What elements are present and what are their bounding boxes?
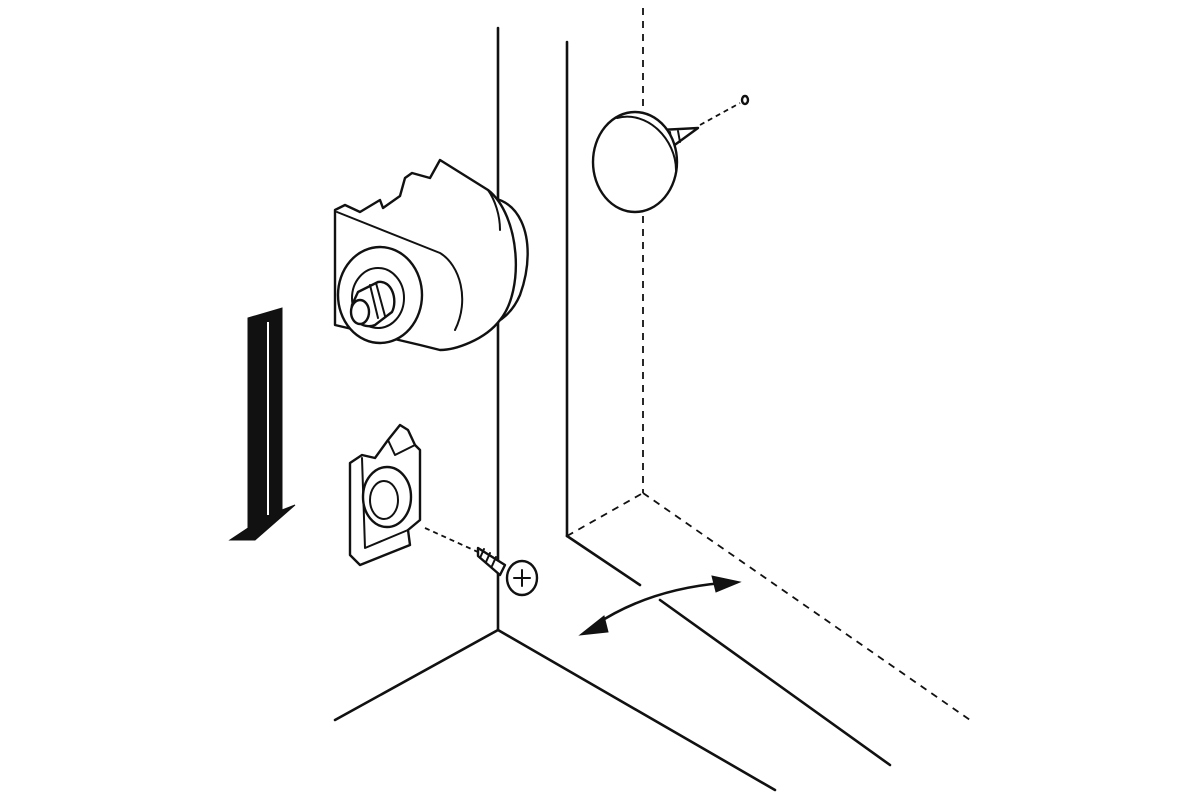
screw-icon	[424, 527, 539, 597]
push-latch-icon	[333, 158, 529, 352]
arrow-down-icon	[228, 307, 296, 541]
cabinet-side-panel	[333, 26, 777, 792]
door-open-outline	[566, 8, 971, 721]
swing-arrow-icon	[578, 575, 742, 636]
mounting-plate-icon	[348, 423, 422, 567]
striker-pin-icon	[591, 94, 750, 214]
cabinet-door	[565, 40, 892, 767]
